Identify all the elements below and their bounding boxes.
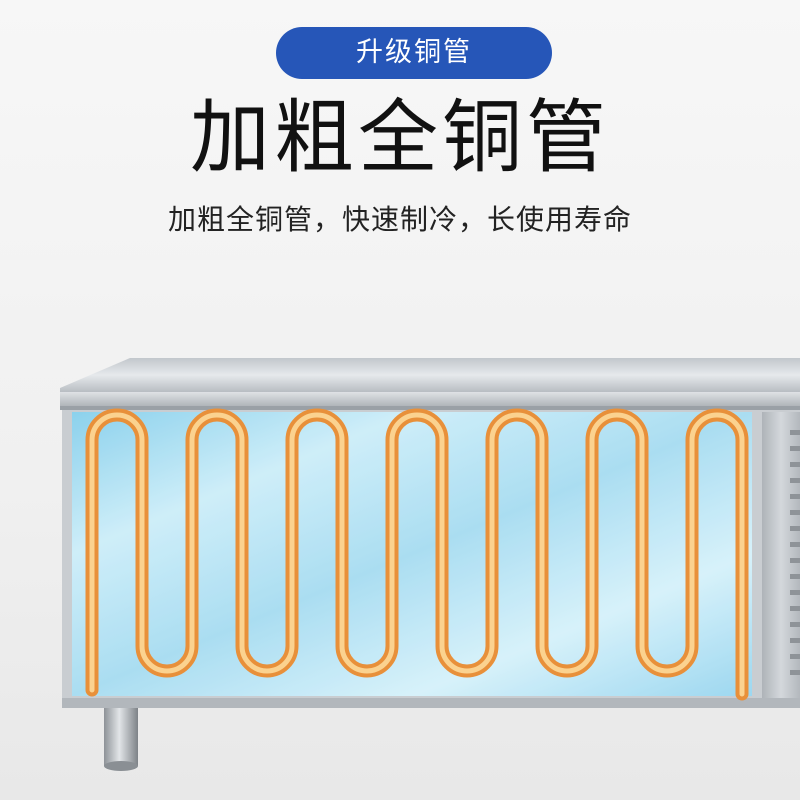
copper-tube-highlight <box>89 412 745 697</box>
counter-top <box>60 358 800 392</box>
compressor-side-panel <box>762 412 800 702</box>
counter-shadow-line <box>60 406 800 410</box>
panel-highlight <box>72 412 752 696</box>
bottom-rail <box>62 698 800 708</box>
leg-foot <box>104 761 138 771</box>
counter-front-lip <box>60 392 800 408</box>
headline: 加粗全铜管 <box>190 91 610 184</box>
leg <box>104 708 138 766</box>
tagline: 加粗全铜管，快速制冷，长使用寿命 <box>167 203 632 236</box>
vent-slots <box>790 430 800 675</box>
upgrade-badge: 升级铜管 <box>276 27 552 79</box>
